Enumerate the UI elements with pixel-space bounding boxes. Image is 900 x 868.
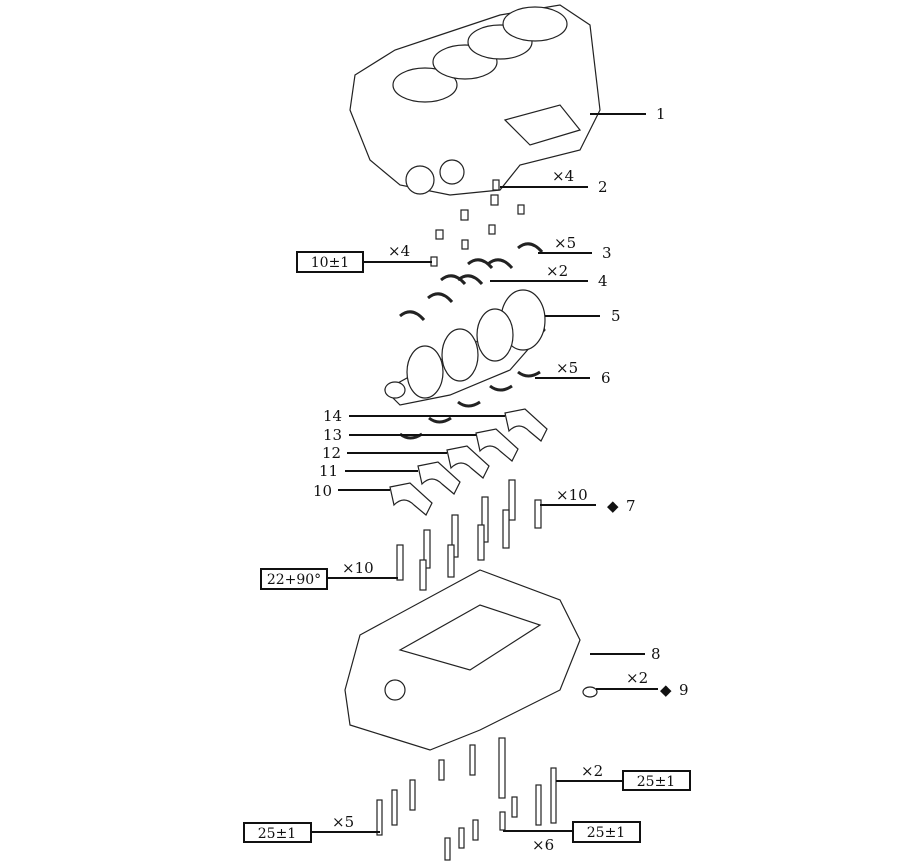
callout-11: 11 [319,462,338,480]
torque-22-90: 22+90° [267,572,321,588]
o-ring [582,686,598,698]
main-bearing-caps [389,408,548,516]
callout-3: 3 [602,244,612,262]
qty-3: ×5 [554,234,576,252]
qty-torque-2: ×10 [342,559,374,577]
callout-2: 2 [598,178,608,196]
callout-5: 5 [611,307,621,325]
crankcase-bolts [376,737,557,861]
marker-7: ◆ [607,497,619,515]
callout-12: 12 [322,444,341,462]
qty-7: ×10 [556,486,588,504]
qty-torque-5: ×6 [532,836,554,854]
qty-torque-3: ×5 [332,813,354,831]
callout-13: 13 [323,426,342,444]
torque-specs: 10±1 ×4 22+90° ×10 25±1 ×5 25±1 ×2 25±1 … [243,242,691,854]
qty-6: ×5 [556,359,578,377]
callout-4: 4 [598,272,608,290]
oil-jet-bolts [430,179,525,267]
callout-1: 1 [656,105,666,123]
qty-9: ×2 [626,669,648,687]
callout-8: 8 [651,645,661,663]
lower-crankcase [344,569,581,751]
qty-torque-1: ×4 [388,242,410,260]
callout-6: 6 [601,369,611,387]
torque-25-1-right-lower: 25±1 [587,825,625,841]
leader-lines [311,113,658,833]
torque-25-1-left: 25±1 [258,826,296,842]
qty-4: ×2 [546,262,568,280]
torque-25-1-right-upper: 25±1 [637,774,675,790]
marker-9: ◆ [660,681,672,699]
main-bearing-bolts [396,479,542,591]
qty-2: ×4 [552,167,574,185]
qty-torque-4: ×2 [581,762,603,780]
callout-9: 9 [679,681,689,699]
callout-7: 7 [626,497,636,515]
callout-14: 14 [323,407,342,425]
callout-labels: 1 ×4 2 ×5 3 ×2 4 5 ×5 6 ×10 ◆ 7 8 ×2 ◆ 9… [313,105,689,699]
crankshaft [384,289,546,406]
callout-10: 10 [313,482,332,500]
bearing-shells [399,242,544,440]
cylinder-block [349,4,601,196]
torque-10-1: 10±1 [311,255,349,271]
